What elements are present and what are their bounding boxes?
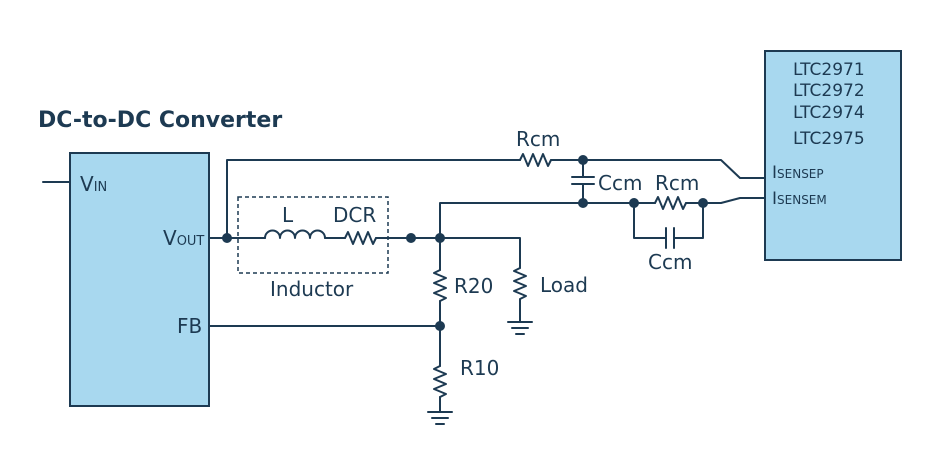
inductor-box xyxy=(237,196,389,274)
rcm-top-resistor xyxy=(519,153,552,167)
junction-output xyxy=(435,233,445,243)
load-label: Load xyxy=(540,273,588,297)
load-resistor xyxy=(513,267,527,323)
chip-part-1: LTC2971 xyxy=(793,60,865,80)
rcm-bottom-label: Rcm xyxy=(655,171,699,195)
isensep-label: ISENSEP xyxy=(772,163,824,183)
diagram-title: DC-to-DC Converter xyxy=(38,108,282,133)
converter-block xyxy=(69,152,210,407)
output-line xyxy=(375,237,521,269)
r20-resistor xyxy=(433,269,447,302)
junction-rcm-left xyxy=(629,198,639,208)
chip-part-4: LTC2975 xyxy=(793,129,865,149)
l-label: L xyxy=(282,203,294,227)
ccm-bottom-capacitor xyxy=(665,227,675,249)
inductor-coil xyxy=(264,229,326,239)
ccm-mid-capacitor xyxy=(571,176,595,185)
junction-vout xyxy=(222,233,232,243)
sense-bottom-wire xyxy=(439,202,635,239)
vin-label: VIN xyxy=(80,172,107,196)
monitor-chip xyxy=(764,50,902,261)
junction-ccm-top xyxy=(578,155,588,165)
sense-top-wire xyxy=(226,159,521,239)
fb-label: FB xyxy=(177,314,202,338)
ground-icon-load xyxy=(507,321,533,335)
dcr-resistor xyxy=(344,231,377,245)
ccm-bottom-label: Ccm xyxy=(648,250,692,274)
isensep-wire xyxy=(550,159,766,179)
dcr-label: DCR xyxy=(333,203,376,227)
r20-label: R20 xyxy=(454,274,493,298)
ccm-bottom-path xyxy=(633,202,704,239)
chip-part-2: LTC2972 xyxy=(793,81,865,101)
rcm-bottom-resistor xyxy=(654,196,687,210)
inductor-label: Inductor xyxy=(270,277,354,301)
vout-label: VOUT xyxy=(163,226,204,250)
r10-resistor xyxy=(433,365,447,398)
isensem-label: ISENSEM xyxy=(772,189,827,209)
junction-ccm-bottom xyxy=(578,198,588,208)
ccm-mid-label: Ccm xyxy=(598,171,642,195)
ground-icon-r10 xyxy=(427,411,453,425)
junction-dcr xyxy=(406,233,416,243)
junction-rcm-right xyxy=(698,198,708,208)
isensem-wire xyxy=(685,197,766,204)
rcm-top-label: Rcm xyxy=(516,127,560,151)
r10-label: R10 xyxy=(460,356,499,380)
junction-fb xyxy=(435,321,445,331)
chip-part-3: LTC2974 xyxy=(793,103,865,123)
